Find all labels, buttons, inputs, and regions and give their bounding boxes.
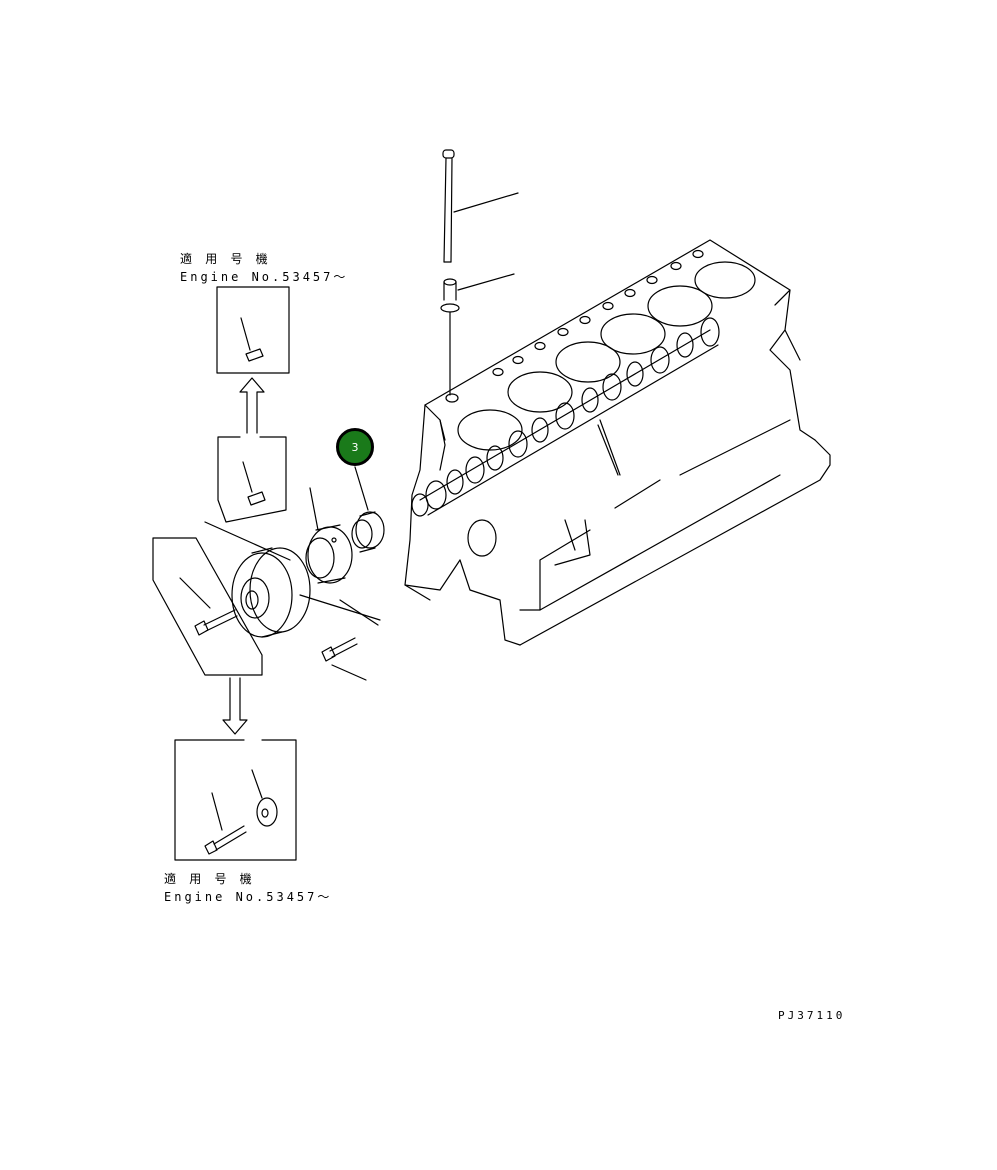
top-note-en: Engine No.53457～ bbox=[180, 270, 349, 284]
gear-bolt bbox=[195, 610, 237, 635]
top-note-jp: 適 用 号 機 bbox=[180, 252, 271, 266]
gear-cap bbox=[306, 525, 352, 583]
bottom-note-en: Engine No.53457～ bbox=[164, 890, 333, 904]
detail-frame-bottom bbox=[175, 740, 296, 860]
tappet bbox=[441, 279, 459, 395]
leader-lines bbox=[180, 193, 618, 830]
cap-bolt bbox=[322, 638, 357, 661]
part-callout-3[interactable]: 3 bbox=[336, 428, 374, 466]
push-rod bbox=[443, 150, 454, 262]
detail-frame-left bbox=[153, 538, 262, 675]
arrow-up bbox=[240, 378, 264, 433]
camshaft-gear bbox=[232, 548, 310, 637]
thrust-washer bbox=[352, 512, 384, 552]
detail-frame-top bbox=[217, 287, 289, 373]
arrow-down bbox=[223, 678, 247, 734]
callout-number: 3 bbox=[351, 440, 359, 454]
camshaft bbox=[412, 318, 719, 516]
cylinder-block bbox=[405, 240, 830, 645]
drawing-number: PJ37110 bbox=[778, 1009, 846, 1022]
detail-frame-key bbox=[218, 437, 286, 522]
bottom-note-jp: 適 用 号 機 bbox=[164, 872, 255, 886]
